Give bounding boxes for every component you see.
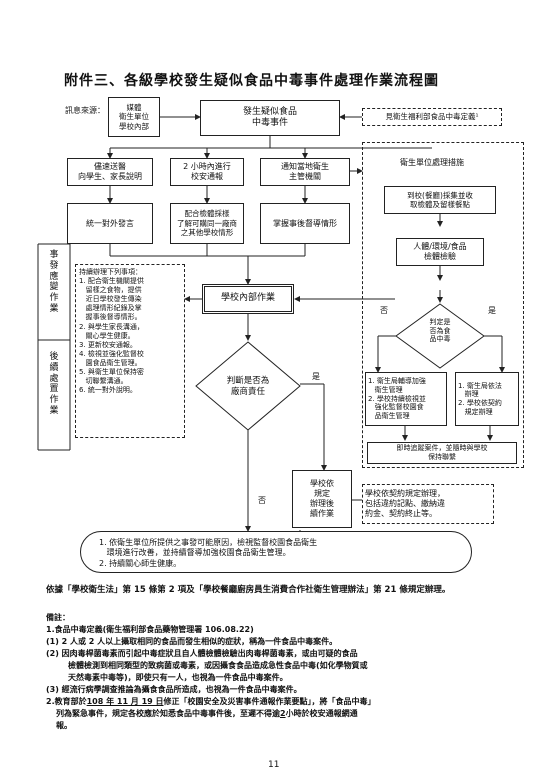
ongoing-tasks-list: 持續辦理下列事項： 1. 配合衛生機關提供 留樣之食物，提供 近日學校發生傳染 … (75, 264, 185, 438)
contract-note-box: 學校依契約規定辦理， 包括違約記點、繳納違 約金、契約終止等。 (362, 484, 494, 524)
note-1-2: (2) 因肉毒桿菌毒素而引起中毒症狀且自人體檢體檢驗出肉毒桿菌毒素，或由可疑的食… (46, 649, 358, 658)
vendor-responsibility-text: 判斷是否為 廠商責任 (226, 376, 270, 398)
vendor-responsibility-diamond (195, 341, 301, 431)
page-title: 附件三、各級學校發生疑似食品中毒事件處理作業流程圖 (64, 73, 439, 89)
legal-basis-text: 依據「學校衛生法」第 15 條第 2 項及「學校餐廳廚房員生消費合作社衛生管理辦… (46, 585, 451, 595)
start-event-box: 發生疑似食品 中毒事件 (200, 100, 340, 136)
decision-no-label: 否 (380, 306, 388, 315)
food-poisoning-decision-diamond (395, 303, 485, 369)
stage-follow-up-label: 後 續 處 置 作 業 (49, 352, 59, 416)
stage-response-label: 事 發 應 變 作 業 (49, 250, 59, 314)
food-poisoning-decision-text: 判定是 否為食 品中毒 (429, 318, 451, 344)
sampling-cooperation-box: 配合檢體採樣 了解可購同一廠商 之其他學校情形 (170, 203, 244, 244)
specimen-inspection-box: 人體/環境/食品 檢體檢驗 (396, 238, 484, 266)
health-unit-title: 衛生單位處理措施 (400, 158, 464, 167)
source-items-box: 媒體 衛生單位 學校內部 (108, 97, 160, 137)
note-1-1: (1) 2 人或 2 人以上攝取相同的食品而發生相似的症狀，稱為一件食品中毒案件… (46, 637, 338, 646)
notify-health-authority-box: 通知當地衛生 主管機關 (260, 158, 350, 186)
note-2-line2: 列為緊急事件，規定各校應於知悉食品中毒事件後，至遲不得逾2小時於校安通報網通 (46, 708, 522, 720)
note-1-3: (3) 經流行病學調查推論為攝食食品所造成，也視為一件食品中毒案件。 (46, 685, 302, 694)
follow-up-box: 即時追蹤案件，並隨時與學校 保持聯繫 (367, 442, 517, 464)
note-2-part-b: 修正「校園安全及災害事件通報作業要點」，將「食品中毒」 (163, 697, 376, 706)
note-2-part-d: 小時於校安通報網通 (285, 709, 358, 718)
decision-yes-label: 是 (488, 306, 496, 315)
note-2-part-c: 列為緊急事件，規定各校應於知悉食品中毒事件後，至遲不得逾 (56, 709, 280, 718)
note-2-part-a: 2.教育部於 (46, 697, 87, 706)
campus-report-box: 2 小時內進行 校安通報 (170, 158, 244, 186)
note-1-2-cont2: 天然毒素中毒等)，即使只有一人，也視為一件食品中毒案件。 (68, 673, 288, 682)
send-to-hospital-box: 儘速送醫 向學生、家長說明 (67, 158, 153, 186)
supervision-box: 掌握事後督導情形 (260, 203, 350, 244)
remarks-section: 備註： 1.食品中毒定義(衛生福利部食品藥物管理署 106.08.22) (1)… (46, 612, 522, 732)
judge-yes-label: 是 (312, 372, 320, 381)
note-2-hours: 2 (280, 709, 286, 718)
not-poisoning-actions-box: 1. 衛生局輔導加強 衛生管理 2. 學校持續檢視並 強化監督校園食 品衛生管理 (365, 372, 447, 426)
unified-statement-box: 統一對外發言 (67, 203, 153, 244)
remarks-title: 備註： (46, 613, 70, 622)
definition-note: 見衛生福利部食品中毒定義¹ (362, 108, 502, 126)
judge-no-label: 否 (258, 496, 266, 505)
note-2-date: 108 年 11 月 19 日 (86, 697, 164, 706)
contract-followup-box: 學校依 規定 辦理後 續作業 (292, 470, 352, 528)
improvement-box: 1. 依衛生單位所提供之事發可能原因，檢視監督校園食品衛生 環境進行改善，並持續… (80, 531, 472, 573)
health-unit-container (362, 142, 524, 468)
source-label: 訊息來源： (65, 106, 105, 115)
note-1-2-cont: 檢體檢測到相同類型的致病菌或毒素，或因攝食食品造成急性食品中毒(如化學物質或 (68, 661, 368, 670)
sample-collection-box: 到校(餐廳)採集並收 取檢體及留樣餐點 (384, 186, 496, 214)
note-2-line3: 報。 (56, 721, 72, 730)
page-number: 11 (268, 760, 280, 770)
poisoning-actions-box: 1. 衛生局依法 辦理 2. 學校依契約 規定辦理 (455, 372, 519, 426)
note-1-title: 1.食品中毒定義(衛生福利部食品藥物管理署 106.08.22) (46, 625, 254, 634)
note-2: 2.教育部於108 年 11 月 19 日修正「校園安全及災害事件通報作業要點」… (46, 696, 522, 708)
internal-work-box: 學校內部作業 (202, 284, 294, 314)
